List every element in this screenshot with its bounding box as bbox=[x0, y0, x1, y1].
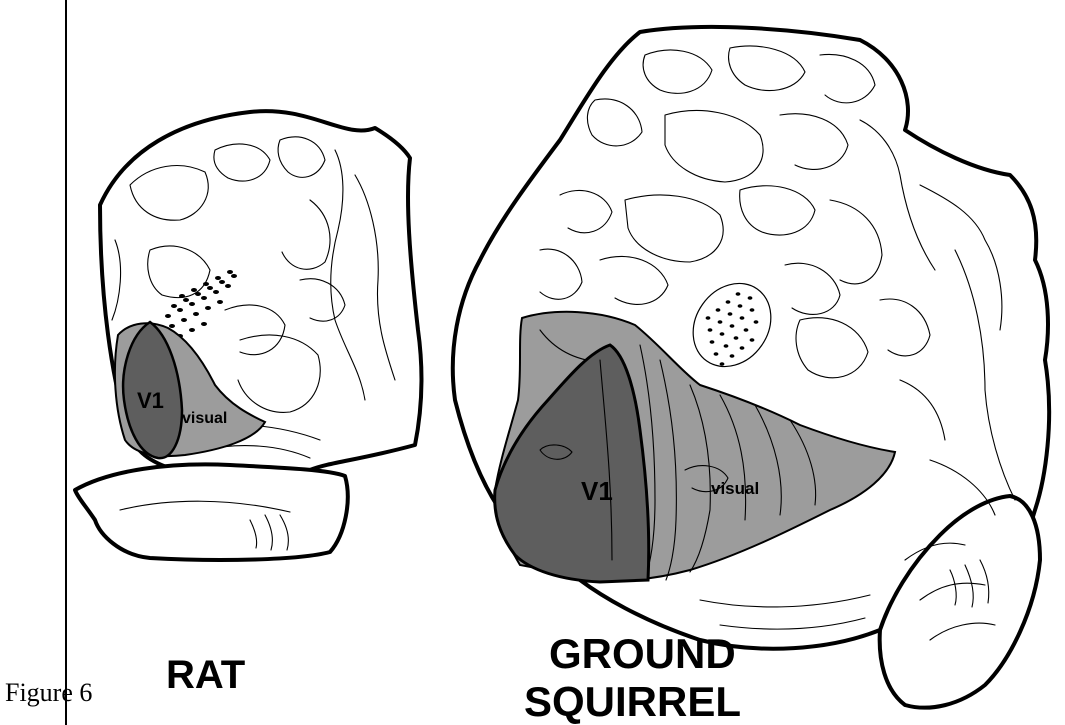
rat-species-label: RAT bbox=[166, 653, 245, 697]
figure-caption: Figure 6 bbox=[5, 678, 92, 707]
squirrel-species-label-line2: SQUIRREL bbox=[524, 678, 741, 725]
ground-squirrel-cortex-map: V1 visual GROUND SQUIRREL bbox=[453, 27, 1049, 725]
squirrel-v1-label: V1 bbox=[581, 476, 613, 506]
rat-cortex-map: V1 visual RAT bbox=[75, 111, 421, 697]
squirrel-visual-label: visual bbox=[711, 479, 759, 498]
squirrel-species-label-line1: GROUND bbox=[549, 630, 736, 677]
rat-visual-label: visual bbox=[182, 410, 227, 427]
rat-v1-label: V1 bbox=[137, 388, 164, 413]
